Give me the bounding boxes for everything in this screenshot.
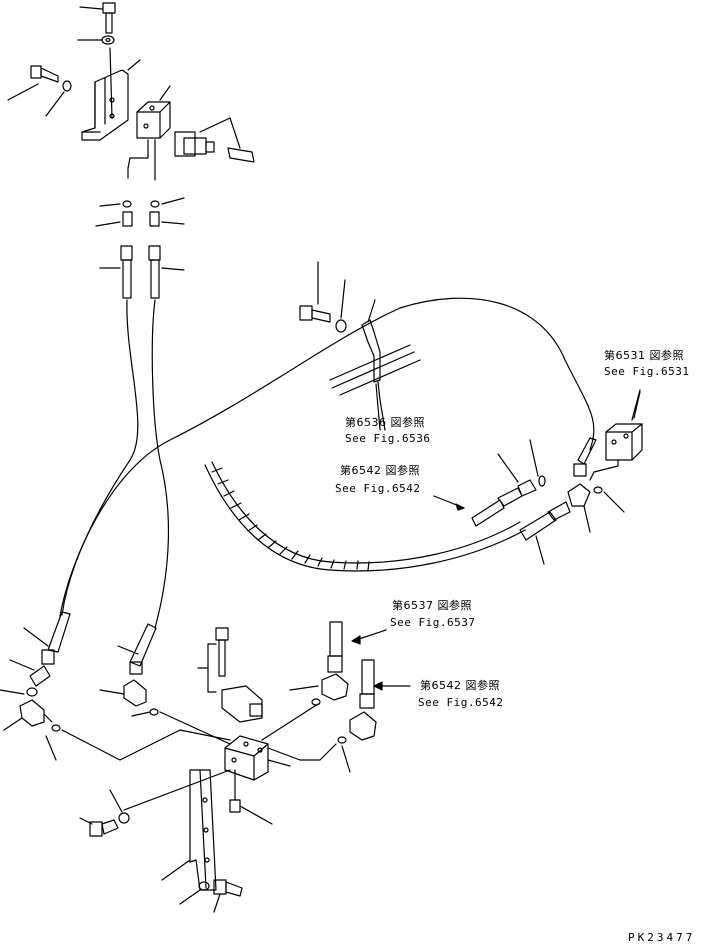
top-bolt-1	[79, 2, 116, 34]
mid-bolt	[299, 261, 331, 323]
ref-6542-bottom-ja: 第6542 図参照	[420, 679, 500, 692]
ref-6542-top-ja: 第6542 図参照	[340, 464, 420, 477]
ref-6537-en: See Fig.6537	[390, 616, 476, 629]
bottom-bracket	[161, 769, 217, 891]
hose-6537	[289, 621, 349, 706]
bottom-bolt-vertical	[197, 627, 229, 693]
right-hose-fitting-upper	[573, 437, 597, 477]
mid-washer	[335, 279, 347, 333]
top-bolt-2	[7, 65, 72, 117]
ref-6536-en: See Fig.6536	[345, 432, 431, 445]
bottom-mid-elbow	[99, 679, 147, 707]
top-hose-ends	[99, 245, 185, 299]
top-washer-1	[77, 35, 115, 45]
ref-6542-bottom-en: See Fig.6542	[418, 696, 504, 709]
bottom-bolt-2	[179, 879, 243, 913]
ref-6537-ja: 第6537 図参照	[392, 599, 472, 612]
right-valve-block	[589, 389, 643, 481]
ref-6531-en: See Fig.6531	[604, 365, 690, 378]
block-leaders	[61, 703, 337, 811]
bottom-left-oring	[45, 724, 61, 761]
hose-right-lower-outer	[211, 461, 521, 564]
bottom-mid-hose-end	[117, 623, 157, 675]
bottom-valve-block	[224, 735, 291, 825]
top-bracket	[81, 47, 141, 141]
top-valve-block	[127, 85, 171, 181]
hose-long-loop	[59, 297, 595, 617]
bottom-bolt-1	[79, 789, 130, 837]
drawing-number: PK23477	[628, 931, 696, 944]
mid-clamp	[329, 299, 421, 431]
bottom-mid-oring	[131, 708, 159, 717]
top-solenoid	[174, 117, 255, 163]
ref-6542-top-en: See Fig.6542	[335, 482, 421, 495]
right-hose-end-lower	[519, 501, 571, 565]
hose-right-to-bottom-mid	[151, 299, 170, 629]
ref-leaders	[351, 383, 641, 691]
bottom-left-fitting	[0, 659, 51, 697]
bottom-solenoid	[221, 685, 263, 723]
bottom-left-hose-end-1	[23, 611, 71, 665]
hose-right-lower	[204, 464, 526, 572]
mid-fitting-6542	[471, 439, 546, 527]
ref-6536-ja: 第6536 図参照	[345, 416, 425, 429]
right-elbow	[567, 483, 625, 533]
top-fittings	[95, 211, 185, 227]
hose-6542-lower	[337, 659, 377, 773]
ref-6531-ja: 第6531 図参照	[604, 349, 684, 362]
spiral-protector	[211, 467, 370, 571]
bottom-left-elbow	[3, 699, 53, 731]
top-orings	[99, 197, 185, 208]
